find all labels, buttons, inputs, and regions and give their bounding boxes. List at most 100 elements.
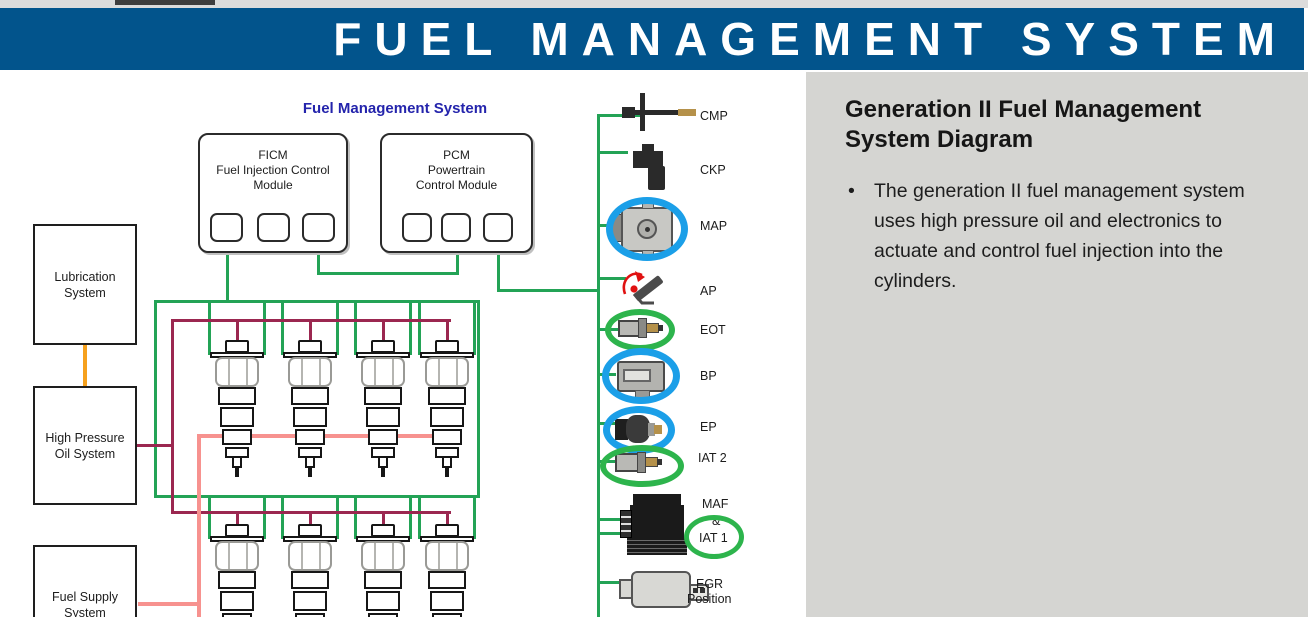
bp-label: BP bbox=[700, 369, 717, 383]
bullet-line-3: actuate and control fuel injection into … bbox=[874, 240, 1224, 262]
hpo-label-2: Oil System bbox=[54, 446, 116, 461]
eot-highlight-ring bbox=[605, 309, 675, 351]
wire-green-ficm-drop bbox=[226, 242, 229, 302]
bullet-line-2: uses high pressure oil and electronics t… bbox=[874, 210, 1222, 232]
wire-maroon-drop bbox=[309, 319, 312, 342]
eot-label: EOT bbox=[700, 323, 726, 337]
pcm-abbr: PCM bbox=[443, 148, 470, 162]
lubrication-label-1: Lubrication bbox=[54, 269, 116, 284]
fuel-injector-2 bbox=[283, 340, 337, 477]
wire-green-bank-right bbox=[477, 300, 480, 498]
wire-green-pcm-in bbox=[456, 242, 459, 275]
wire-green-sensor-trunk bbox=[597, 114, 600, 617]
ckp-label: CKP bbox=[700, 163, 726, 177]
egr-pin-1 bbox=[693, 588, 698, 593]
crankshaft-position-sensor-icon bbox=[642, 144, 654, 153]
map-highlight-ring bbox=[606, 197, 688, 261]
wire-maroon-drop bbox=[236, 319, 239, 342]
bullet-line-1: The generation II fuel management system bbox=[874, 180, 1245, 202]
ficm-connector-2 bbox=[257, 213, 290, 242]
wire-maroon-drop bbox=[309, 511, 312, 525]
wire-green-bank2-top bbox=[154, 495, 480, 498]
wire-green-stub-ckp bbox=[600, 151, 628, 154]
wire-green-bank1-top bbox=[154, 300, 480, 303]
wire-maroon-drop bbox=[236, 511, 239, 525]
wire-green-pcm-trunk-link bbox=[497, 289, 600, 292]
wire-pink-riser bbox=[197, 434, 201, 617]
fuel-injector-5 bbox=[210, 524, 264, 617]
wire-green-stub-maf-1 bbox=[600, 518, 628, 521]
bullet-line-4: cylinders. bbox=[874, 270, 957, 292]
accelerator-pedal-icon bbox=[622, 271, 663, 305]
lubrication-label-2: System bbox=[64, 285, 106, 300]
wire-green-ficm-pcm-link bbox=[317, 272, 459, 275]
cmp-label: CMP bbox=[700, 109, 728, 123]
mass-air-flow-sensor-icon bbox=[633, 494, 681, 507]
fuel-supply-system-box: Fuel Supply System bbox=[33, 545, 137, 617]
ficm-abbr: FICM bbox=[258, 148, 288, 162]
fuel-injector-3 bbox=[356, 340, 410, 477]
wire-green-stub-maf-2 bbox=[600, 532, 628, 535]
bp-highlight-ring bbox=[602, 348, 680, 404]
wire-green-stub-egr bbox=[600, 581, 624, 584]
fuel-supply-label-2: System bbox=[64, 606, 106, 617]
ficm-name-1: Fuel Injection Control bbox=[216, 163, 330, 177]
maf-label: MAF bbox=[702, 497, 729, 511]
egr-pin-2 bbox=[700, 588, 705, 593]
fuel-injector-7 bbox=[356, 524, 410, 617]
ckp-body bbox=[633, 151, 663, 168]
fuel-injector-6 bbox=[283, 524, 337, 617]
wire-green-bank-left bbox=[154, 300, 157, 498]
wire-maroon-hpo-link bbox=[137, 444, 172, 447]
pcm-name-1: Powertrain bbox=[427, 163, 486, 177]
page-title: FUEL MANAGEMENT SYSTEM bbox=[333, 13, 1288, 65]
ficm-name-2: Module bbox=[253, 178, 293, 192]
wire-green-stub-ap bbox=[600, 277, 626, 280]
cmp-rod bbox=[634, 110, 680, 115]
map-label: MAP bbox=[700, 219, 728, 233]
wire-maroon-drop bbox=[446, 511, 449, 525]
bullet-marker: • bbox=[848, 180, 855, 202]
wire-green-pcm-out bbox=[497, 242, 500, 292]
diagram-title: Fuel Management System bbox=[302, 100, 488, 117]
fuel-injector-4 bbox=[420, 340, 474, 477]
wire-maroon-riser bbox=[171, 319, 174, 514]
wire-green-ficm-out bbox=[317, 242, 320, 275]
ckp-barrel bbox=[648, 166, 665, 190]
egr-position-label: Position bbox=[687, 592, 732, 606]
high-pressure-oil-system-box: High Pressure Oil System bbox=[33, 386, 137, 505]
ap-label: AP bbox=[700, 284, 717, 298]
maf-body bbox=[630, 505, 684, 539]
iat1-highlight-ring bbox=[684, 515, 744, 559]
section-heading-line-1: Generation II Fuel Management bbox=[845, 96, 1202, 123]
egr-position-sensor-icon bbox=[631, 571, 691, 608]
camshaft-position-sensor-icon bbox=[622, 107, 635, 118]
maf-pins bbox=[620, 510, 632, 538]
pcm-connector-1 bbox=[402, 213, 432, 242]
top-strip bbox=[0, 0, 1308, 8]
bullet-text: The generation II fuel management system… bbox=[874, 176, 1304, 296]
cmp-tip bbox=[678, 109, 696, 116]
egr-label: EGR bbox=[696, 577, 724, 591]
ficm-connector-3 bbox=[302, 213, 335, 242]
wire-orange-lube-link bbox=[83, 345, 87, 386]
ficm-connector-1 bbox=[210, 213, 243, 242]
ep-label: EP bbox=[700, 420, 717, 434]
fuel-injector-8 bbox=[420, 524, 474, 617]
maf-ribs bbox=[627, 537, 687, 555]
hpo-label-1: High Pressure bbox=[45, 430, 125, 445]
wire-pink-supply-link bbox=[138, 602, 198, 606]
lubrication-system-box: Lubrication System bbox=[33, 224, 137, 345]
wire-green-stub-cmp bbox=[600, 114, 640, 117]
cmp-pin bbox=[640, 93, 645, 131]
wire-maroon-drop bbox=[446, 319, 449, 342]
pcm-name-2: Control Module bbox=[415, 178, 498, 192]
top-tab bbox=[115, 0, 215, 5]
pcm-connector-3 bbox=[483, 213, 513, 242]
title-banner: FUEL MANAGEMENT SYSTEM bbox=[0, 8, 1304, 70]
iat2-label: IAT 2 bbox=[698, 451, 727, 465]
iat2-highlight-ring bbox=[600, 445, 684, 487]
pcm-connector-2 bbox=[441, 213, 471, 242]
notes-panel bbox=[806, 72, 1308, 617]
